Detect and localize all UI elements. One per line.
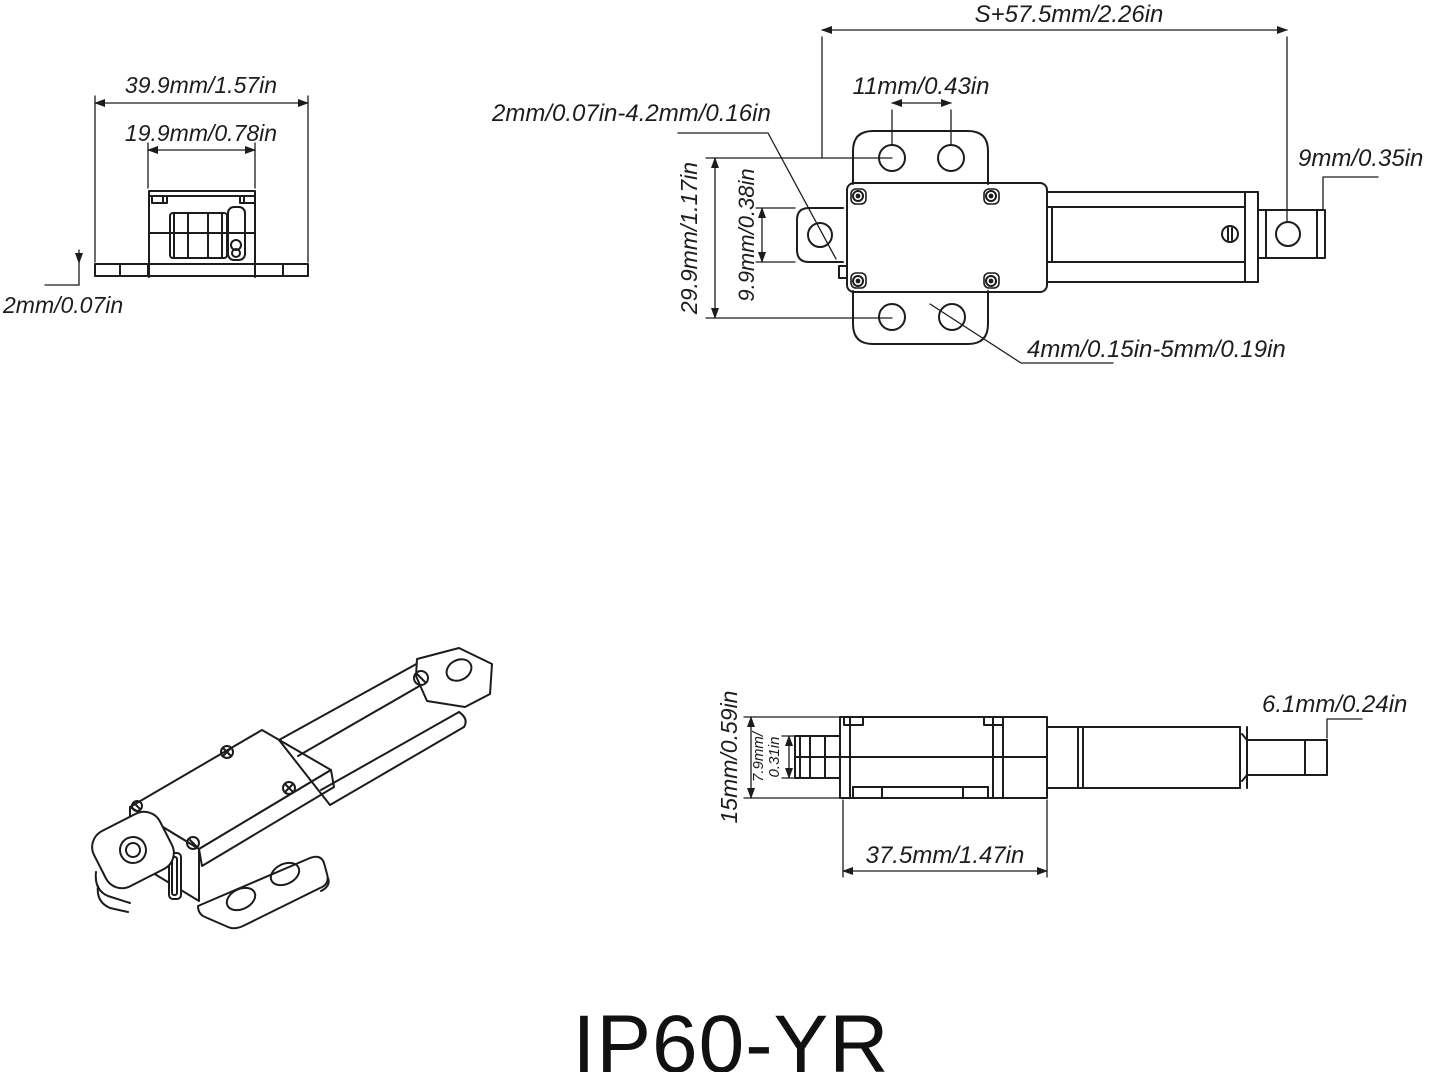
dim-label-top-rod-end-width: 9mm/0.35in [1298,145,1424,172]
top-view-drawing [678,26,1378,363]
dim-label-side-body-length: 37.5mm/1.47in [865,842,1025,869]
dim-label-top-slot-range: 2mm/0.07in-4.2mm/0.16in [492,100,771,127]
end-view-drawing [45,96,309,285]
dim-label-side-rod-tip-dia: 6.1mm/0.24in [1262,691,1408,718]
isometric-view-drawing [86,648,492,928]
dim-label-end-flange-thickness: 2mm/0.07in [3,292,124,318]
dim-label-end-total-width: 39.9mm/1.57in [124,72,278,98]
dim-label-side-body-height: 15mm/0.59in [716,690,742,824]
dim-label-end-inner-width: 19.9mm/0.78in [124,120,278,146]
dim-label-side-shaft-dia-line2: 0.31in [765,736,783,778]
dim-label-top-mount-hole-range: 4mm/0.15in-5mm/0.19in [1027,336,1286,363]
dim-label-top-body-height: 29.9mm/1.17in [676,161,702,315]
dim-label-side-shaft-dia-line1: 7.9mm/ [750,732,767,783]
dim-label-top-overall-length: S+57.5mm/2.26in [974,1,1164,28]
side-view-drawing [744,716,1362,877]
dim-label-top-hole-spacing: 11mm/0.43in [852,73,990,100]
dim-label-side-shaft-dia: 7.9mm/ 0.31in [750,717,787,797]
model-title: IP60-YR [572,999,890,1072]
dim-label-top-tab-width: 9.9mm/0.38in [734,168,759,302]
